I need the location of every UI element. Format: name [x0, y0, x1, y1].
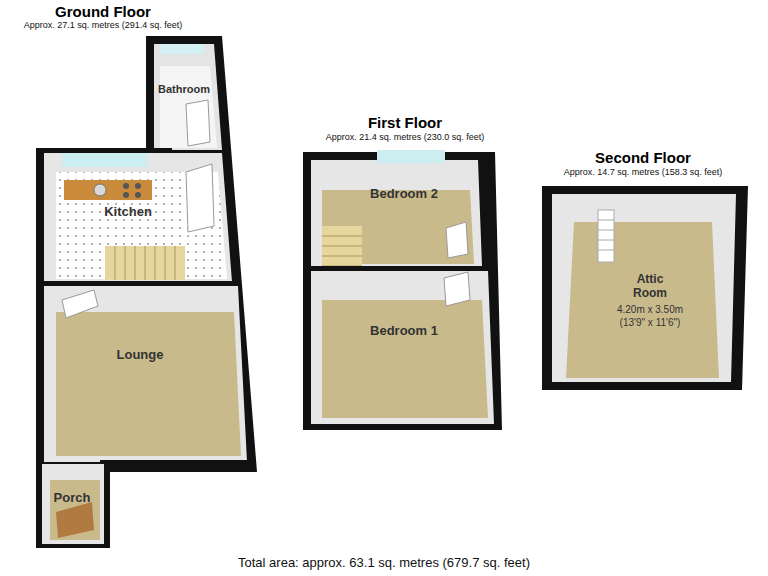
kitchen-walls — [44, 153, 232, 282]
stairs — [322, 226, 362, 272]
room: Lounge — [44, 286, 247, 462]
bedroom-1-floor — [322, 300, 488, 418]
outer-wall — [303, 152, 502, 430]
porch-walls — [42, 464, 104, 544]
room-dimension: 4.20m x 3.50m — [605, 304, 695, 316]
lounge-floor — [56, 312, 241, 456]
room: Bathroom — [154, 44, 216, 150]
worktop — [64, 180, 152, 200]
stair-treads — [322, 236, 362, 266]
floor-heading: First Floor — [305, 114, 505, 131]
stair-treads — [598, 220, 614, 250]
window — [377, 150, 445, 163]
bathroom-floor — [160, 66, 217, 148]
door — [186, 164, 214, 232]
bedroom-1-walls — [311, 271, 494, 424]
porch-floor — [50, 480, 100, 540]
hob — [135, 192, 141, 198]
door — [56, 502, 94, 538]
first-floor-plan — [303, 150, 502, 430]
outer-wall — [36, 36, 257, 548]
sink — [94, 184, 106, 196]
floor-plan: Ground FloorApprox. 27.1 sq. metres (291… — [8, 2, 270, 550]
window — [62, 290, 98, 318]
floor-heading: Second Floor — [541, 149, 746, 166]
attic-walls — [552, 194, 736, 382]
floor-area: Approx. 27.1 sq. metres (291.4 sq. feet) — [8, 20, 198, 30]
wall — [100, 460, 255, 468]
door — [186, 100, 210, 146]
total-area-caption: Total area: approx. 63.1 sq. metres (679… — [84, 556, 684, 571]
stairs — [105, 246, 185, 280]
door — [444, 272, 470, 306]
window — [62, 153, 147, 167]
partition — [146, 148, 172, 153]
floor-heading: Ground Floor — [8, 3, 198, 20]
attic-floor — [566, 222, 719, 378]
stair-treads — [115, 246, 175, 280]
bathroom-window — [160, 44, 204, 54]
stairs — [598, 210, 614, 262]
room: Bedroom 1 — [311, 271, 497, 424]
room: Bedroom 2 — [311, 160, 481, 266]
floor-plan: Second FloorApprox. 14.7 sq. metres (158… — [535, 145, 760, 395]
room-dimension: (13'9" x 11'6") — [605, 317, 695, 329]
room-label: Bedroom 2 — [366, 187, 442, 202]
bathroom-walls — [154, 44, 222, 150]
floor-area: Approx. 21.4 sq. metres (230.0 sq. feet) — [305, 132, 505, 142]
room-label: Bedroom 1 — [366, 324, 442, 339]
room: Porch — [40, 462, 104, 544]
partition — [311, 266, 497, 271]
floor-area: Approx. 14.7 sq. metres (158.3 sq. feet) — [541, 167, 746, 177]
room: Kitchen — [44, 152, 232, 282]
room-label: Lounge — [100, 348, 180, 363]
hob — [123, 192, 129, 198]
ground-floor-plan — [36, 36, 257, 548]
outer-wall — [542, 186, 748, 390]
room-label: Attic Room — [624, 273, 676, 301]
floor-plan: First FloorApprox. 21.4 sq. metres (230.… — [290, 110, 512, 435]
room-label: Bathroom — [155, 83, 213, 96]
hob — [123, 183, 129, 189]
door — [446, 222, 468, 258]
second-floor-plan — [542, 186, 748, 390]
hob — [135, 183, 141, 189]
room-label: Kitchen — [93, 205, 163, 220]
lounge-walls — [44, 286, 247, 462]
room: Attic Room 4.20m x 3.50m(13'9" x 11'6") — [552, 194, 736, 382]
partition — [44, 281, 240, 286]
room-label: Porch — [43, 491, 101, 506]
